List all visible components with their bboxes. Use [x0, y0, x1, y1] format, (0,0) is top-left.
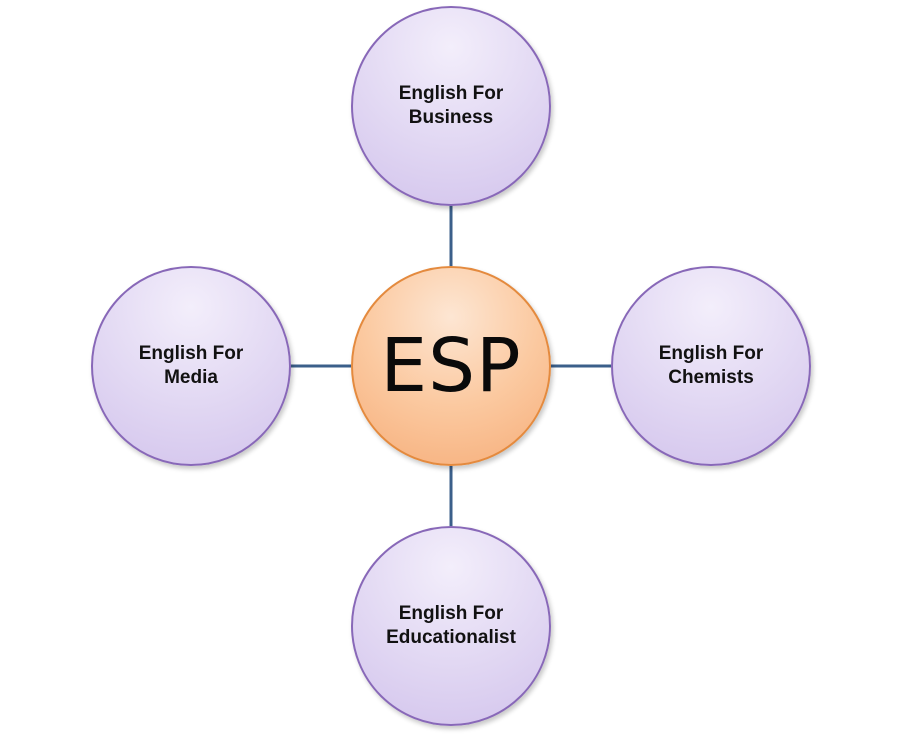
node-label-line2: Media [164, 367, 218, 388]
node-english-for-educationalist: English For Educationalist [351, 526, 551, 726]
node-label: English For Educationalist [376, 602, 526, 650]
node-label-line2: Educationalist [386, 627, 516, 648]
node-label-line1: English For [138, 343, 244, 364]
node-label: English For Chemists [636, 342, 786, 390]
node-label-line1: English For [658, 343, 764, 364]
node-english-for-chemists: English For Chemists [611, 266, 811, 466]
node-label-line2: Business [408, 107, 494, 128]
node-label: English For Media [116, 342, 266, 390]
node-english-for-media: English For Media [91, 266, 291, 466]
node-label: English For Business [376, 82, 526, 130]
center-label: ESP [380, 323, 522, 409]
node-label-line1: English For [398, 83, 504, 104]
node-label-line1: English For [398, 603, 504, 624]
node-english-for-business: English For Business [351, 6, 551, 206]
node-esp-center: ESP [351, 266, 551, 466]
node-label-line2: Chemists [668, 367, 754, 388]
